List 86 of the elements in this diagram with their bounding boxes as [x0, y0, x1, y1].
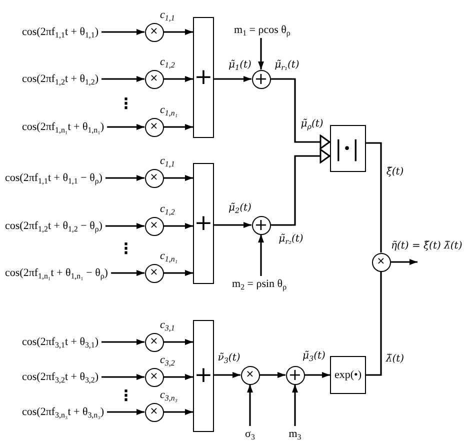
- coefficient-label: c$_{1,n₁}$: [160, 250, 178, 262]
- arrow: [164, 124, 193, 130]
- ellipsis-label: ⋮: [118, 388, 134, 404]
- coefficient-label: c$_{1,1}$: [160, 8, 175, 20]
- magnitude-box: |·|: [330, 125, 366, 172]
- arrow: [102, 374, 144, 380]
- ellipsis-label: ⋮: [118, 242, 134, 256]
- arrow: [214, 76, 252, 82]
- signal-label: λ̃(t): [386, 352, 404, 366]
- adder-circle: +: [252, 216, 270, 234]
- input-signal-text: cos(2πf$_{1,n₁}$t + θ$_{1,n₁}$): [22, 120, 104, 134]
- arrow: [258, 38, 264, 70]
- arrow: [258, 234, 264, 276]
- input-signal-text: cos(2πf$_{1,1}$t + θ$_{1,1}$): [22, 25, 99, 39]
- arrow: [164, 409, 193, 415]
- signal-label: ξ̃(t): [386, 166, 404, 178]
- input-signal-text: cos(2πf$_{1,2}$t + θ$_{1,2}$ − θ$_{ρ}$): [5, 219, 102, 233]
- parameter-label: m$_{3}$: [288, 427, 302, 441]
- multiplier-circle: ×: [144, 332, 164, 352]
- parameter-label: m$_{2}$ = ρsin θ$_{ρ}$: [232, 277, 287, 291]
- arrow: [304, 372, 330, 378]
- signal-label: η̃(t) = ξ̃(t) λ̃(t): [391, 240, 462, 252]
- arrow: [214, 372, 240, 378]
- signal-label: μ̃$_{r₂}$(t): [278, 232, 304, 246]
- adder-circle: +: [286, 366, 304, 384]
- arrow: [106, 175, 144, 181]
- arrow: [164, 175, 193, 181]
- arrow: [102, 29, 144, 35]
- arrow: [270, 78, 330, 150]
- multiplier-circle: ×: [144, 368, 164, 386]
- arrow: [247, 384, 253, 426]
- arrow: [106, 223, 144, 229]
- coefficient-label: c$_{1,2}$: [160, 56, 175, 68]
- multiplier-circle: ×: [144, 70, 164, 88]
- signal-label: μ̃$_{r₁}$(t): [274, 58, 300, 72]
- arrow: [164, 374, 193, 380]
- signal-label: μ̃$_{1}$(t): [228, 58, 252, 72]
- multiplier-circle: ×: [144, 402, 164, 422]
- multiplier-circle: ×: [144, 168, 164, 188]
- exponential-box: exp(•): [330, 356, 366, 394]
- input-signal-text: cos(2πf$_{1,n₁}$t + θ$_{1,n₁}$ − θ$_{ρ}$): [5, 266, 108, 280]
- arrow: [164, 76, 193, 82]
- arrow: [164, 223, 193, 229]
- multiplier-circle: ×: [240, 366, 260, 384]
- multiplier-circle: ×: [144, 22, 164, 42]
- coefficient-label: c$_{1,n₁}$: [160, 104, 178, 116]
- connector-line: [366, 272, 382, 376]
- arrow: [164, 29, 193, 35]
- signal-label: μ̃$_{3}$(t): [302, 350, 326, 362]
- summation-box: +: [193, 163, 214, 284]
- arrow: [164, 270, 193, 276]
- coefficient-label: c$_{1,1}$: [160, 154, 175, 166]
- input-signal-text: cos(2πf$_{3,2}$t + θ$_{3,2}$): [22, 370, 99, 384]
- input-signal-text: cos(2πf$_{1,2}$t + θ$_{1,2}$): [22, 72, 99, 86]
- multiplier-circle: ×: [144, 264, 164, 282]
- arrow: [270, 148, 330, 226]
- coefficient-label: c$_{3,2}$: [160, 354, 175, 366]
- input-signal-text: cos(2πf$_{1,1}$t + θ$_{1,1}$ − θ$_{ρ}$): [5, 171, 102, 185]
- connector-line: [366, 142, 382, 252]
- adder-circle: +: [252, 70, 270, 88]
- multiplier-circle: ×: [372, 252, 390, 272]
- arrow: [164, 339, 193, 345]
- parameter-label: σ$_{3}$: [245, 427, 255, 441]
- summation-box: +: [193, 320, 214, 432]
- coefficient-label: c$_{1,2}$: [160, 202, 175, 214]
- parameter-label: m$_{1}$ = ρcos θ$_{ρ}$: [234, 23, 290, 37]
- input-signal-text: cos(2πf$_{3,1}$t + θ$_{3,1}$): [22, 335, 99, 349]
- summation-box: +: [193, 17, 214, 138]
- arrow: [107, 409, 144, 415]
- multiplier-circle: ×: [144, 216, 164, 236]
- signal-label: μ̃$_{ρ}$(t): [300, 118, 324, 130]
- ellipsis-label: ⋮: [118, 96, 134, 112]
- input-signal-text: cos(2πf$_{3,n₃}$t + θ$_{3,n₃}$): [22, 405, 104, 419]
- arrow: [111, 270, 144, 276]
- arrow: [107, 124, 144, 130]
- arrow: [102, 76, 144, 82]
- coefficient-label: c$_{3,n₃}$: [160, 388, 178, 400]
- arrow: [260, 372, 286, 378]
- arrow: [292, 384, 298, 426]
- arrow: [102, 339, 144, 345]
- coefficient-label: c$_{3,1}$: [160, 318, 175, 330]
- arrow: [390, 259, 418, 265]
- multiplier-circle: ×: [144, 118, 164, 136]
- arrow: [214, 222, 252, 228]
- signal-label: ν̃$_{3}$(t): [218, 352, 240, 364]
- signal-label: μ̃$_{2}$(t): [228, 202, 252, 214]
